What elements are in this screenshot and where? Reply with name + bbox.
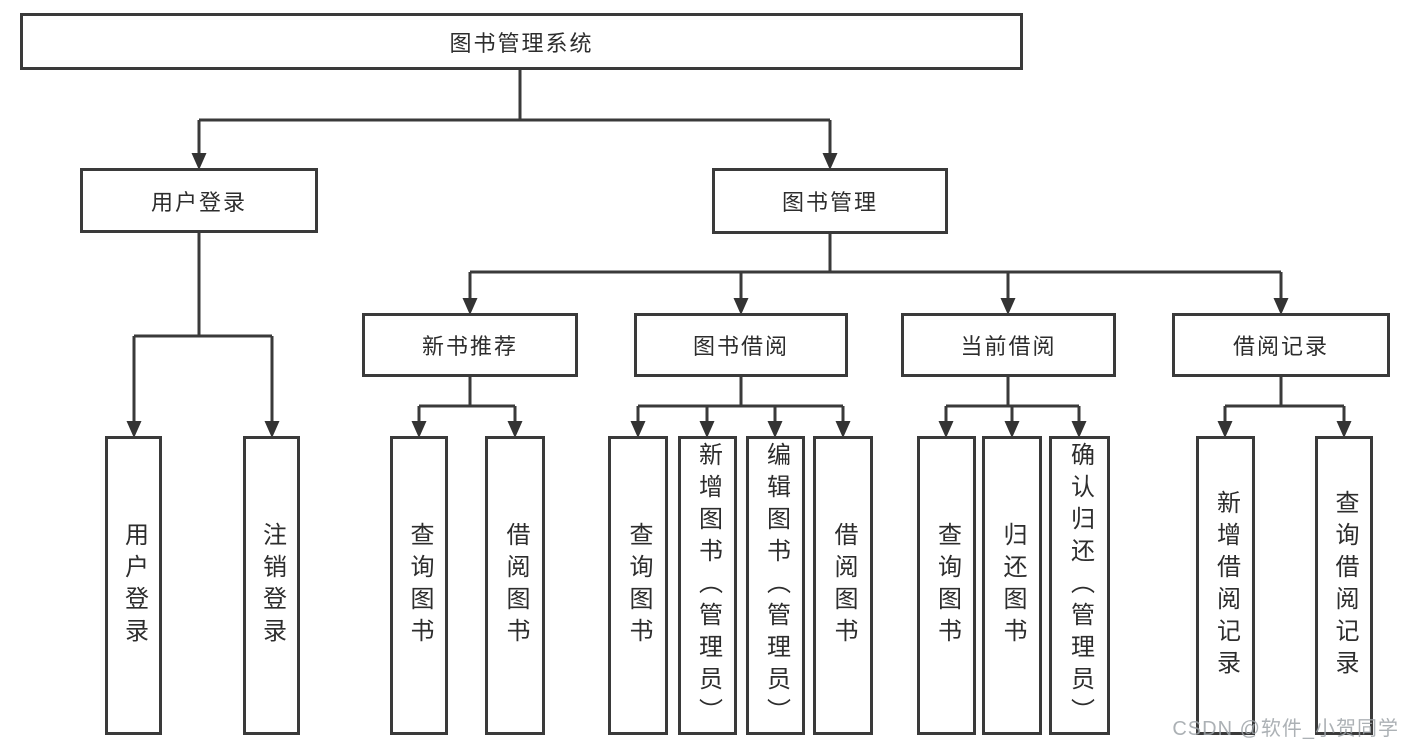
leaf-query-books-borrow: 查询图书 (608, 436, 668, 735)
node-book-management: 图书管理 (712, 168, 948, 234)
connector-current-borrow-to-leaves (938, 377, 1087, 438)
leaf-logout: 注销登录 (243, 436, 300, 735)
node-new-book-recommend: 新书推荐 (362, 313, 578, 377)
connector-new-books-to-leaves (411, 377, 523, 438)
node-borrowing-records: 借阅记录 (1172, 313, 1390, 377)
connector-borrow-records-to-leaves (1217, 377, 1352, 438)
leaf-borrow-books-recommend: 借阅图书 (485, 436, 545, 735)
connector-book-borrow-to-leaves (630, 377, 851, 438)
leaf-borrow-books: 借阅图书 (813, 436, 873, 735)
leaf-query-books-current: 查询图书 (917, 436, 976, 735)
leaf-user-login: 用户登录 (105, 436, 162, 735)
node-current-borrowing: 当前借阅 (901, 313, 1116, 377)
connector-user-login-to-leaves (126, 233, 280, 438)
node-user-login: 用户登录 (80, 168, 318, 233)
leaf-add-borrow-record: 新增借阅记录 (1196, 436, 1255, 735)
leaf-query-borrow-record: 查询借阅记录 (1315, 436, 1373, 735)
leaf-edit-books-admin: 编辑图书（管理员） (746, 436, 805, 735)
connector-root-to-level2 (191, 70, 838, 170)
leaf-add-books-admin: 新增图书（管理员） (678, 436, 737, 735)
leaf-return-books: 归还图书 (982, 436, 1042, 735)
leaf-confirm-return-admin: 确认归还（管理员） (1049, 436, 1110, 735)
node-root-library-system: 图书管理系统 (20, 13, 1023, 70)
node-book-borrowing: 图书借阅 (634, 313, 848, 377)
connector-book-mgmt-to-level3 (462, 234, 1289, 315)
leaf-query-books-recommend: 查询图书 (390, 436, 448, 735)
